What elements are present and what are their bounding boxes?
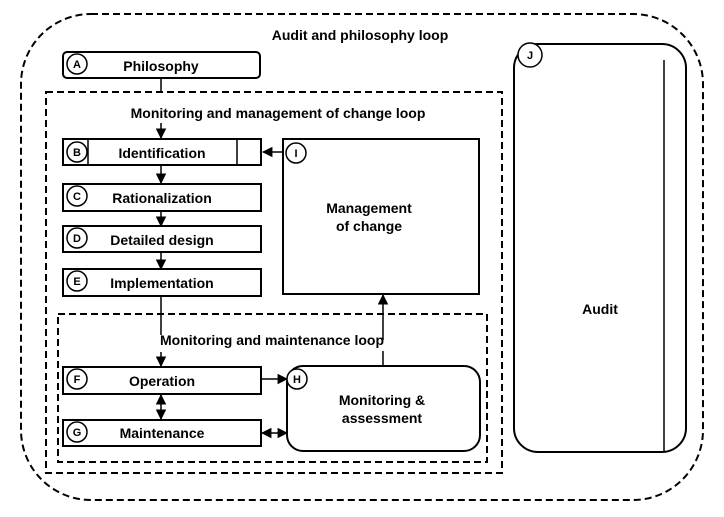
badge-c: C [66,185,88,207]
svg-text:assessment: assessment [342,410,423,426]
svg-text:Implementation: Implementation [110,275,213,291]
badge-g: G [66,421,88,443]
svg-text:Identification: Identification [118,145,205,161]
monitoring-maintenance-loop-title: Monitoring and maintenance loop [160,332,384,348]
svg-text:H: H [293,374,301,386]
svg-text:of change: of change [336,218,402,234]
svg-text:Management: Management [326,200,412,216]
audit-philosophy-loop-title: Audit and philosophy loop [272,27,449,43]
svg-text:I: I [294,148,297,160]
svg-text:Maintenance: Maintenance [120,425,205,441]
implementation-box: Implementation [62,268,262,297]
badge-e: E [66,270,88,292]
monitoring-assessment-box: Monitoring & assessment [286,365,481,452]
badge-a: A [66,53,88,75]
svg-text:G: G [73,427,82,439]
svg-text:B: B [73,147,81,159]
svg-text:Rationalization: Rationalization [112,190,212,206]
monitoring-management-change-loop-title: Monitoring and management of change loop [131,105,426,121]
svg-text:Audit: Audit [582,301,618,317]
maintenance-box: Maintenance [62,419,262,447]
philosophy-box: Philosophy [62,51,261,79]
badge-i: I [285,142,307,164]
audit-philosophy-loop [20,13,704,501]
detailed-design-box: Detailed design [62,225,262,253]
badge-d: D [66,227,88,249]
monitoring-maintenance-loop [57,313,488,463]
svg-text:E: E [73,276,80,288]
svg-text:A: A [73,59,81,71]
rationalization-box: Rationalization [62,183,262,212]
identification-box: Identification [62,138,262,166]
svg-text:Philosophy: Philosophy [123,58,199,74]
svg-text:Operation: Operation [129,373,195,389]
badge-f: F [66,368,88,390]
badge-b: B [66,141,88,163]
svg-text:C: C [73,191,81,203]
operation-box: Operation [62,366,262,395]
management-of-change-box: Management of change [282,138,480,295]
svg-text:Detailed design: Detailed design [110,232,213,248]
svg-text:Monitoring &: Monitoring & [339,392,425,408]
badge-h: H [286,368,308,390]
badge-j: J [517,42,543,68]
svg-text:D: D [73,233,81,245]
svg-text:J: J [527,50,533,62]
audit-box: Audit [513,43,687,453]
svg-text:F: F [74,374,81,386]
